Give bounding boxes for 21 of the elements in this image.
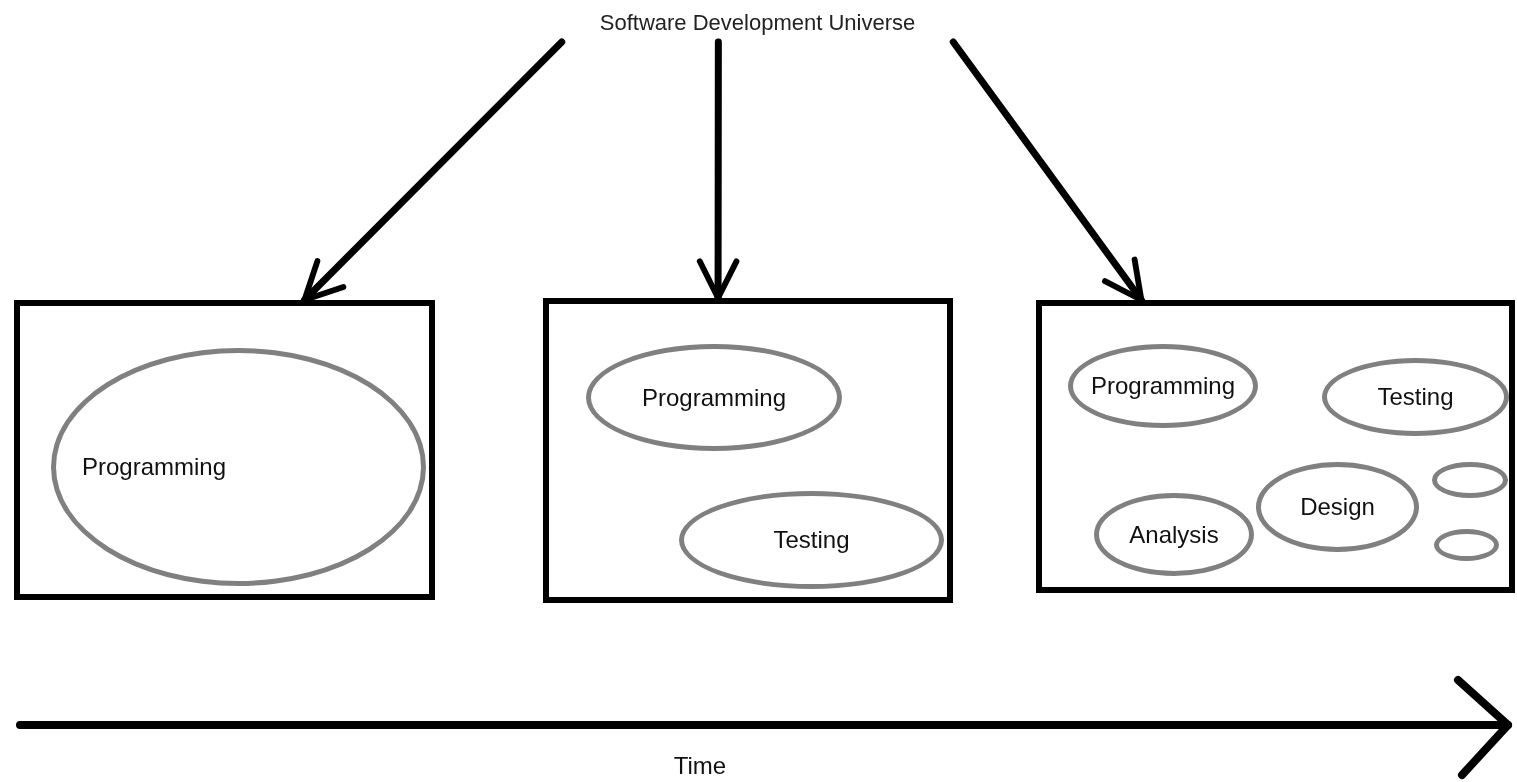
oval-label: Programming <box>641 383 786 412</box>
axis-label: Time <box>672 752 728 780</box>
oval-label: Programming <box>1090 372 1235 400</box>
oval-label: Testing <box>1377 383 1454 411</box>
oval <box>586 344 842 451</box>
oval <box>1094 493 1254 576</box>
oval <box>1068 344 1258 428</box>
oval <box>1322 358 1509 436</box>
oval <box>1256 462 1419 552</box>
oval-label: Programming <box>82 453 227 481</box>
frame-box <box>543 298 953 603</box>
oval <box>51 348 426 586</box>
oval-label: Testing <box>773 526 850 554</box>
oval-label: Analysis <box>1129 520 1219 549</box>
frame-box <box>1036 300 1515 593</box>
heading-text: Software Development Universe <box>540 4 975 42</box>
oval-label: Design <box>1300 493 1375 521</box>
oval <box>679 491 944 589</box>
oval <box>1434 529 1499 561</box>
frame-box <box>14 300 435 600</box>
oval <box>1432 462 1508 498</box>
